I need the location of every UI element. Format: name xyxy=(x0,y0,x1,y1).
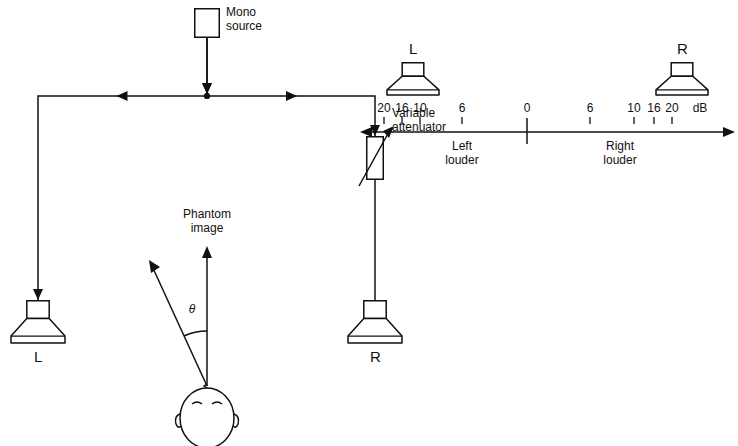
eye xyxy=(212,402,222,404)
scale-value: 16 xyxy=(395,101,408,115)
loudspeaker-outline xyxy=(347,300,403,344)
loudspeaker-outline xyxy=(386,62,440,96)
scale-value: 20 xyxy=(377,101,390,115)
scale-value: 20 xyxy=(665,101,678,115)
phantom-image-arrow xyxy=(152,266,207,386)
scale-tick xyxy=(461,117,462,124)
ear xyxy=(233,414,239,427)
arrowhead xyxy=(370,125,380,136)
scale-value: 16 xyxy=(647,101,660,115)
loudspeaker: L xyxy=(386,62,440,96)
arrowhead xyxy=(723,127,735,137)
variable-attenuator-outline xyxy=(366,136,384,180)
loudspeaker-outline xyxy=(10,300,66,344)
loudspeaker: R xyxy=(655,62,709,96)
arrowhead xyxy=(202,246,212,258)
arrowhead xyxy=(360,127,372,137)
channel-label: L xyxy=(34,348,42,366)
arrowhead xyxy=(33,289,43,300)
signal-line xyxy=(375,180,376,300)
scale-tick xyxy=(653,117,654,124)
source-box-outline xyxy=(194,8,220,38)
eye xyxy=(192,402,202,404)
source-box: Mono source xyxy=(194,8,220,38)
variable-attenuator: Variable attenuator xyxy=(366,136,384,180)
angle-arc xyxy=(184,331,207,336)
scale-tick xyxy=(633,117,634,124)
scale-value: 10 xyxy=(627,101,640,115)
centre-tick xyxy=(526,118,528,144)
signal-line xyxy=(202,38,380,136)
scale-value: 0 xyxy=(524,101,531,115)
listener-head xyxy=(180,388,234,446)
scale-value: 10 xyxy=(413,101,426,115)
arrowhead xyxy=(149,260,160,273)
annotation: Left louder xyxy=(445,139,478,168)
scale-tick xyxy=(589,117,590,124)
scale-value: 6 xyxy=(587,101,594,115)
scale-tick xyxy=(383,117,384,124)
annotation: Phantom image xyxy=(183,207,231,236)
loudspeaker-outline xyxy=(655,62,709,96)
annotation: Right louder xyxy=(603,139,636,168)
channel-label: L xyxy=(409,40,417,58)
ear xyxy=(176,414,182,427)
loudspeaker: L xyxy=(10,300,66,344)
signal-line xyxy=(33,38,212,300)
part-label: Mono source xyxy=(226,5,262,34)
annotation: θ xyxy=(189,302,196,316)
scale-value: dB xyxy=(693,101,708,115)
loudspeaker: R xyxy=(347,300,403,344)
scale-tick xyxy=(671,117,672,124)
straight-ahead-arrow xyxy=(206,252,208,386)
channel-label: R xyxy=(677,40,688,58)
scale-value: 6 xyxy=(459,101,466,115)
channel-label: R xyxy=(370,348,381,366)
